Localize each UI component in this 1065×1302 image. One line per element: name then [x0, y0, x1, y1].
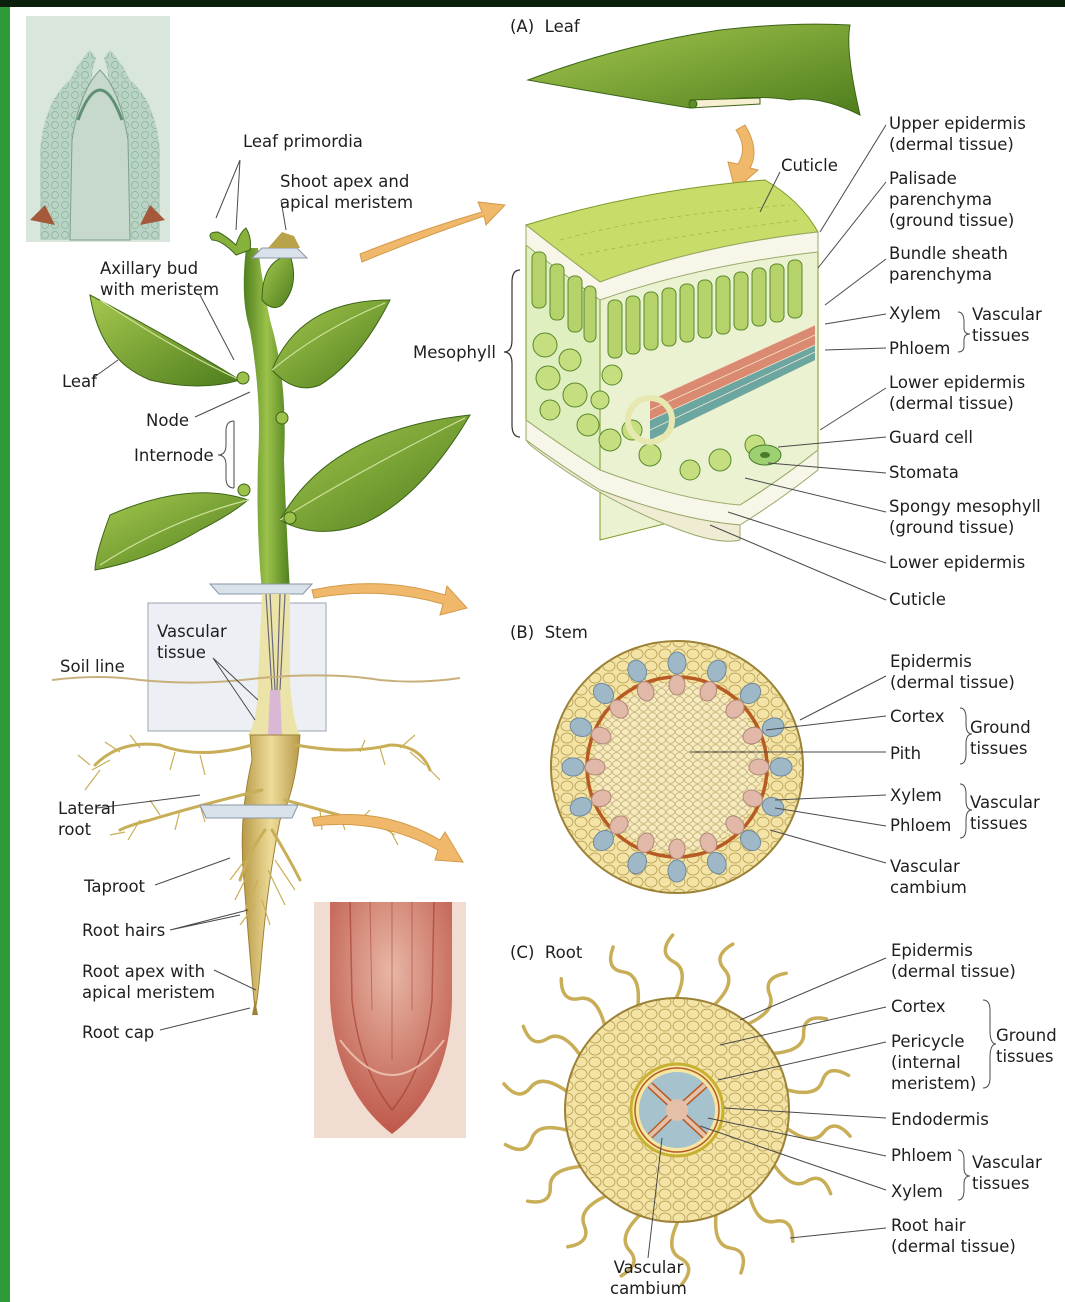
root-hair-strand	[528, 1166, 585, 1202]
stem-phloem-bundle	[770, 758, 792, 776]
root-hair-strand	[561, 979, 605, 1029]
stem-xylem-bundle	[749, 759, 769, 775]
shoot-apex-micrograph	[26, 16, 170, 242]
label-root-cap: Root cap	[82, 1022, 154, 1043]
root-hair-strand	[716, 1211, 744, 1273]
label-root-cortex: Cortex	[891, 996, 946, 1017]
label-root-xylem: Xylem	[891, 1181, 943, 1202]
root-section-illustration	[504, 935, 850, 1285]
leaf-shape	[95, 493, 248, 570]
leaf-section-illustration	[504, 24, 860, 541]
leaf-shape	[272, 300, 390, 388]
stem-xylem-bundle	[669, 839, 685, 859]
label-node: Node	[146, 410, 189, 431]
label-taproot: Taproot	[84, 876, 145, 897]
label-endodermis: Endodermis	[891, 1109, 989, 1130]
root-hair-strand	[711, 944, 732, 1008]
root-hair-strand	[568, 1194, 610, 1246]
label-root-hairs: Root hairs	[82, 920, 165, 941]
root-tip-micrograph	[314, 902, 466, 1138]
label-root-hair: Root hair(dermal tissue)	[891, 1215, 1016, 1257]
root-panel-title: (C) Root	[510, 942, 582, 963]
label-root-phloem: Phloem	[891, 1145, 952, 1166]
label-leaf-cuticle-top: Cuticle	[781, 155, 838, 176]
label-upper-epidermis: Upper epidermis(dermal tissue)	[889, 113, 1026, 155]
root-hair-strand	[665, 935, 682, 1002]
root-hair-strand	[783, 1071, 849, 1093]
stem-phloem-bundle	[668, 860, 686, 882]
root-hair-strand	[504, 1081, 570, 1094]
label-internode: Internode	[134, 445, 214, 466]
root-hair-strand	[769, 1018, 826, 1054]
left-frame-bar	[0, 0, 10, 1302]
label-lower-epidermis: Lower epidermis	[889, 552, 1025, 573]
label-bundle-sheath: Bundle sheathparenchyma	[889, 243, 1008, 285]
label-stomata: Stomata	[889, 462, 959, 483]
stem-panel-title: (B) Stem	[510, 622, 588, 643]
leaf-panel-title: (A) Leaf	[510, 16, 580, 37]
stem-xylem-bundle	[585, 759, 605, 775]
label-stem-epidermis: Epidermis(dermal tissue)	[890, 651, 1015, 693]
label-stem-phloem: Phloem	[890, 815, 951, 836]
label-spongy-mesophyll: Spongy mesophyll(ground tissue)	[889, 496, 1041, 538]
stem-phloem-bundle	[562, 758, 584, 776]
label-stem-pith: Pith	[890, 743, 921, 764]
label-mesophyll: Mesophyll	[413, 342, 496, 363]
leaf-shape	[262, 255, 294, 308]
root-hair-strand	[772, 1162, 831, 1194]
label-leaf-primordia: Leaf primordia	[243, 131, 363, 152]
label-stem-cortex: Cortex	[890, 706, 945, 727]
label-leaf-xylem: Xylem	[889, 303, 941, 324]
stem-phloem-bundle	[668, 652, 686, 674]
leaf-shape	[280, 415, 470, 531]
label-guard-cell: Guard cell	[889, 427, 973, 448]
label-leaf-cuticle-bottom: Cuticle	[889, 589, 946, 610]
label-lower-epidermis-dermal: Lower epidermis(dermal tissue)	[889, 372, 1025, 414]
root-hair-strand	[748, 1191, 792, 1241]
root-hair-strand	[611, 947, 639, 1009]
top-frame-bar	[0, 0, 1065, 7]
root-hair-strand	[523, 1026, 582, 1058]
label-leaf-phloem: Phloem	[889, 338, 950, 359]
root-hair-strand	[744, 973, 786, 1025]
label-stem-xylem: Xylem	[890, 785, 942, 806]
label-palisade-parenchyma: Palisadeparenchyma(ground tissue)	[889, 168, 1014, 231]
label-soil-line: Soil line	[60, 656, 125, 677]
label-root-epidermis: Epidermis(dermal tissue)	[891, 940, 1016, 982]
stem-xylem-bundle	[669, 675, 685, 695]
label-leaf: Leaf	[62, 371, 97, 392]
root-hair-strand	[505, 1128, 571, 1150]
figure-canvas: (A) Leaf (B) Stem (C) Root Leaf primordi…	[10, 7, 1065, 1302]
